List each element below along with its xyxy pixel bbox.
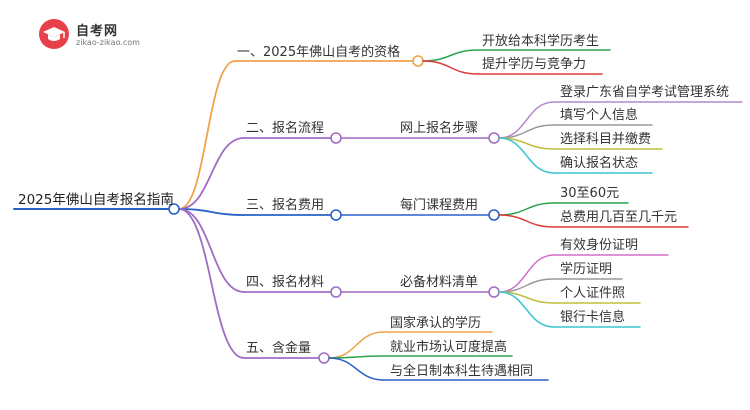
- connector-root-branch-3: [178, 208, 245, 216]
- branch-2-middle: 网上报名步骤: [400, 121, 479, 136]
- branch-4-label: 四、报名材料: [246, 275, 325, 290]
- branch-3-label: 三、报名费用: [246, 198, 325, 213]
- branch-2-leaf-3: 选择科目并缴费: [560, 132, 652, 147]
- branch-3-middle-node[interactable]: [488, 209, 500, 221]
- branch-4-leaf-4: 银行卡信息: [560, 310, 626, 325]
- connector-branch-1-leaf-2: [422, 60, 479, 75]
- branch-1-leaf-2: 提升学历与竞争力: [482, 57, 587, 72]
- connector-root-branch-4: [178, 208, 245, 293]
- brand-url: zikao-zikao.com: [76, 38, 140, 47]
- branch-5-node[interactable]: [318, 352, 330, 364]
- branch-2-leaf-1: 登录广东省自学考试管理系统: [560, 85, 730, 100]
- branch-5-leaf-2: 就业市场认可度提高: [390, 340, 508, 355]
- branch-4-node[interactable]: [330, 286, 342, 298]
- branch-3-node[interactable]: [330, 209, 342, 221]
- branch-2-leaf-4: 确认报名状态: [560, 156, 639, 171]
- brand-name: 自考网: [76, 24, 119, 39]
- branch-1-node[interactable]: [412, 55, 424, 67]
- connector-branch-3-leaf-1: [498, 202, 555, 216]
- connector-branch-2-leaf-4: [498, 137, 555, 174]
- branch-1-leaf-1: 开放给本科学历考生: [482, 34, 600, 49]
- branch-2-middle-node[interactable]: [488, 132, 500, 144]
- branch-2-node[interactable]: [330, 132, 342, 144]
- connector-branch-2-leaf-1: [498, 101, 555, 139]
- branch-2-leaf-2: 填写个人信息: [560, 108, 639, 123]
- branch-3-middle: 每门课程费用: [400, 198, 479, 213]
- graduation-cap-icon: [39, 19, 69, 49]
- branch-3-leaf-1: 30至60元: [560, 186, 620, 201]
- branch-5-label: 五、含金量: [246, 341, 312, 356]
- branch-1-label: 一、2025年佛山自考的资格: [237, 45, 401, 60]
- branch-4-middle-node[interactable]: [488, 286, 500, 298]
- branch-4-middle: 必备材料清单: [400, 275, 479, 290]
- branch-4-leaf-1: 有效身份证明: [560, 238, 639, 253]
- connector-branch-1-leaf-1: [422, 49, 479, 62]
- root-node[interactable]: [168, 203, 180, 215]
- branch-5-leaf-3: 与全日制本科生待遇相同: [390, 364, 534, 379]
- connector-root-branch-1: [178, 60, 236, 210]
- branch-4-leaf-2: 学历证明: [560, 262, 613, 277]
- root-node-label: 2025年佛山自考报名指南: [18, 192, 174, 208]
- branch-4-leaf-3: 个人证件照: [560, 286, 626, 301]
- branch-3-leaf-2: 总费用几百至几千元: [560, 210, 678, 225]
- branch-2-label: 二、报名流程: [246, 121, 325, 136]
- connector-root-branch-2: [178, 137, 245, 210]
- connector-branch-3-leaf-2: [498, 214, 555, 228]
- connector-branch-4-leaf-1: [498, 254, 555, 293]
- brand-logo[interactable]: 自考网 zikao-zikao.com: [38, 18, 188, 58]
- connector-branch-5-leaf-3: [328, 357, 385, 381]
- connector-branch-4-leaf-4: [498, 291, 555, 328]
- branch-5-leaf-1: 国家承认的学历: [390, 316, 482, 331]
- connector-root-branch-5: [178, 208, 245, 359]
- connector-branch-5-leaf-1: [328, 331, 385, 359]
